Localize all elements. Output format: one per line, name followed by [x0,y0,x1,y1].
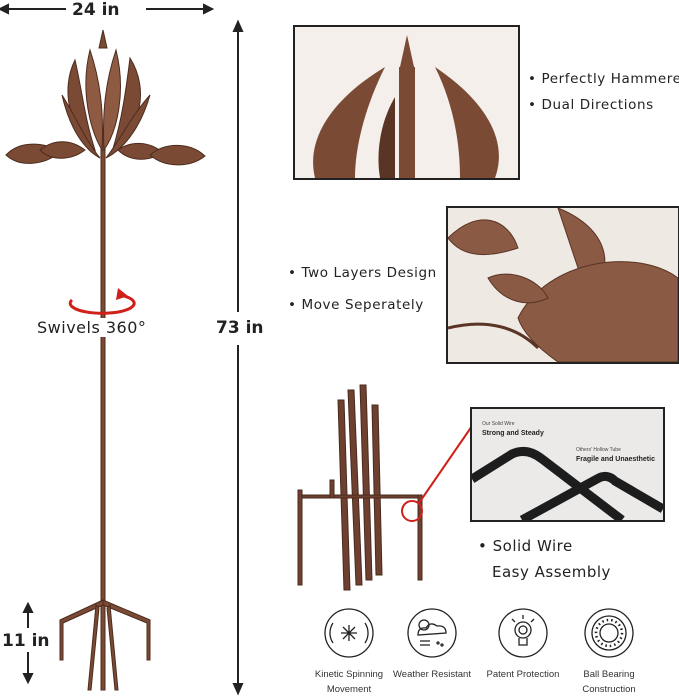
weather-resistant-icon [407,608,457,658]
wire-comparison-photo: Our Solid Wire Strong and Steady Others'… [470,407,665,522]
ball-bearing-icon [584,608,634,658]
stake-height-label: 11 in [2,631,50,651]
leaf-detail-photo [446,206,679,364]
feature-move-separately: • Move Seperately [288,297,424,313]
width-label: 24 in [72,0,120,20]
others-caption: Others' Hollow Tube [576,447,621,453]
ours-caption: Our Solid Wire [482,421,515,427]
others-title: Fragile and Unaesthetic [576,456,655,463]
swivel-label: Swivels 360° [35,318,149,337]
kinetic-spinning-icon [324,608,374,658]
icon-label-weather: Weather Resistant [393,669,471,680]
height-label: 73 in [216,318,264,338]
stake-assembly-photo [297,384,473,591]
feature-icons [324,608,634,658]
patent-protection-icon [498,608,548,658]
wind-spinner-sculpture [5,29,206,691]
ours-title: Strong and Steady [482,430,544,437]
feature-two-layers: • Two Layers Design [288,265,437,281]
feature-dual-directions: • Dual Directions [528,97,654,113]
feature-perfectly-hammered: • Perfectly Hammered [528,71,679,87]
feature-solid-wire: • Solid Wire [478,537,573,555]
hammered-detail-photo [293,25,520,180]
rotate-arrow-icon [68,288,136,315]
feature-easy-assembly: Easy Assembly [492,563,611,581]
icon-label-patent: Patent Protection [486,669,560,680]
